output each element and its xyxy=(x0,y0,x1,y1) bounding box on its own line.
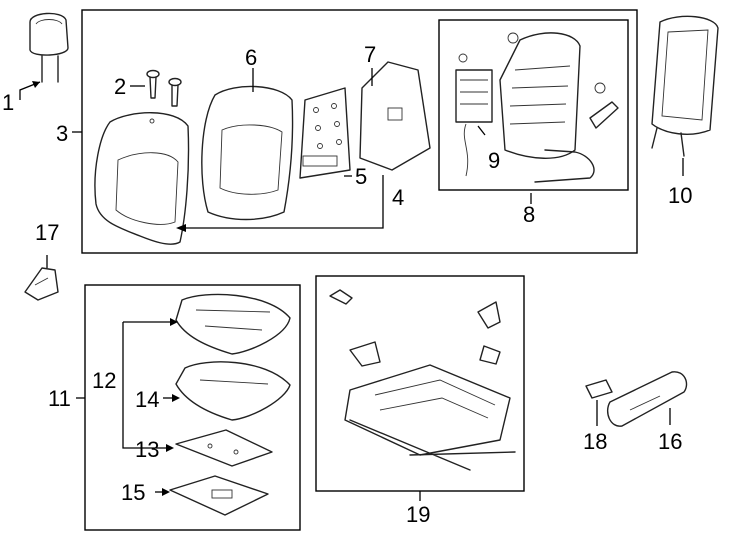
back-board-part xyxy=(359,61,431,171)
callout-17: 17 xyxy=(35,220,59,245)
callout-7: 7 xyxy=(364,42,376,67)
bolts-part xyxy=(146,69,182,107)
track-group-frame xyxy=(315,275,525,492)
back-pad-part xyxy=(201,85,294,221)
cushion-group-frame xyxy=(84,284,301,531)
cushion-cover-part xyxy=(175,293,291,355)
headrest-part xyxy=(29,12,69,83)
callout-3: 3 xyxy=(56,121,68,146)
lumbar-plate-part xyxy=(299,87,351,179)
switch-knob-part xyxy=(585,379,613,399)
lumbar-module-part xyxy=(455,53,493,177)
clip-part xyxy=(24,267,59,301)
callout-9: 9 xyxy=(488,148,500,173)
side-shield-part xyxy=(606,371,688,427)
callout-1: 1 xyxy=(2,90,14,115)
callout-12: 12 xyxy=(92,368,116,393)
cushion-pad-part xyxy=(175,361,291,421)
callout-18: 18 xyxy=(583,429,607,454)
seat-back-cover-part xyxy=(94,112,190,245)
back-frame-part xyxy=(499,32,619,183)
callout-13: 13 xyxy=(135,437,159,462)
callout-2: 2 xyxy=(114,74,126,99)
callout-11: 11 xyxy=(48,386,71,411)
callout-19: 19 xyxy=(406,502,430,527)
callout-14: 14 xyxy=(135,387,159,412)
seat-track-part xyxy=(329,289,516,471)
seat-back-group-frame xyxy=(81,9,638,254)
cushion-plate-part xyxy=(175,429,273,467)
callout-8: 8 xyxy=(523,202,535,227)
callout-5: 5 xyxy=(355,164,367,189)
back-shell-part xyxy=(651,15,719,157)
callout-16: 16 xyxy=(658,429,682,454)
callout-4: 4 xyxy=(392,185,404,210)
callout-10: 10 xyxy=(668,183,692,208)
cushion-board-part xyxy=(169,475,269,516)
back-frame-subgroup-frame xyxy=(438,19,629,191)
callout-15: 15 xyxy=(121,480,145,505)
callout-6: 6 xyxy=(245,45,257,70)
leader-lines xyxy=(19,68,684,501)
